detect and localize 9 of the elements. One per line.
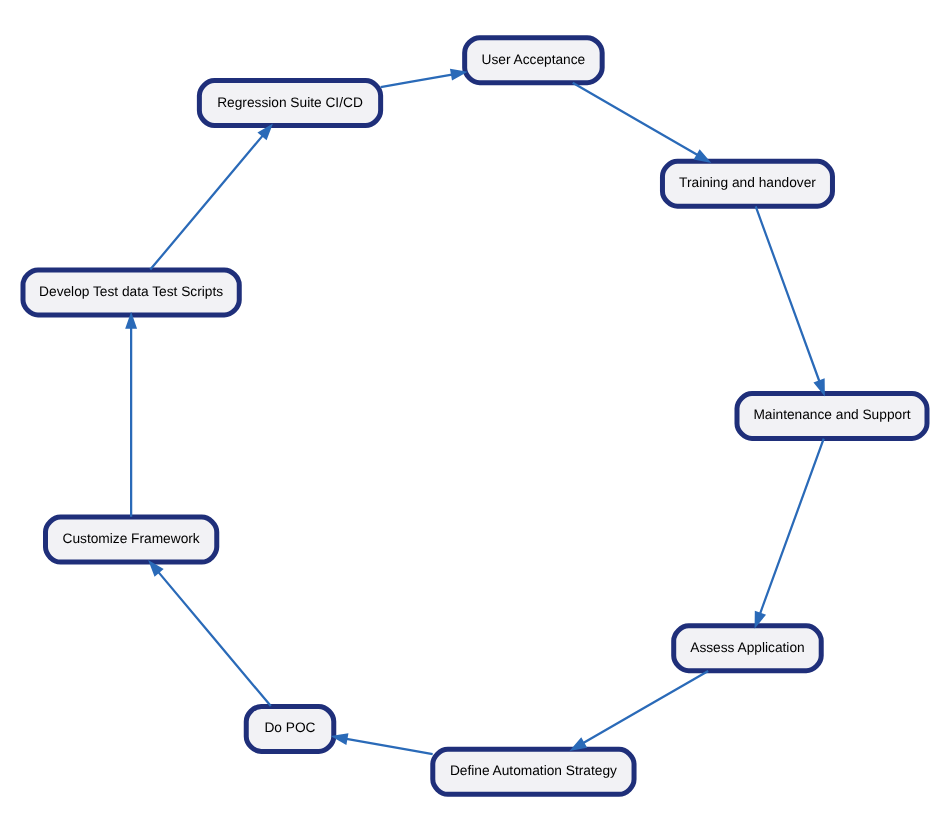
arrow xyxy=(753,206,824,397)
arrow xyxy=(124,311,137,517)
arrow xyxy=(571,81,711,163)
arrow xyxy=(568,669,708,752)
arrow xyxy=(379,68,467,89)
arrow xyxy=(148,123,272,271)
arrow xyxy=(753,438,824,629)
arrow xyxy=(329,733,432,756)
arrow xyxy=(147,559,271,707)
